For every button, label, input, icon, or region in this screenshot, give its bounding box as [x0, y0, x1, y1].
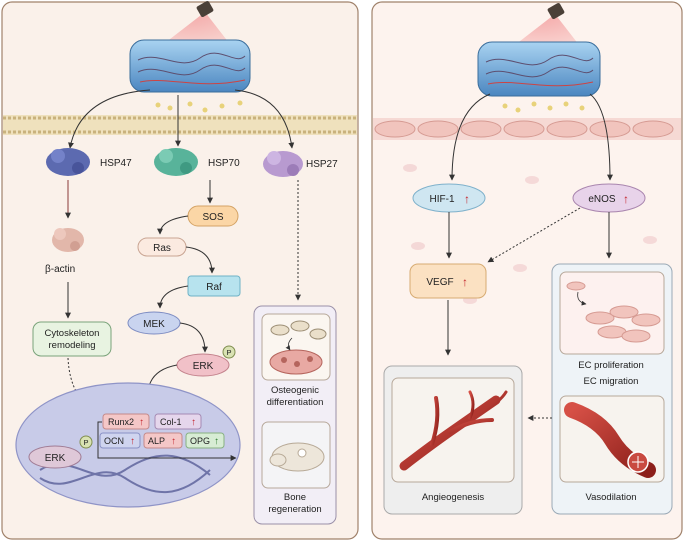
gene-ocn: OCN ↑: [99, 432, 141, 449]
vegf-label: VEGF: [426, 277, 453, 288]
particles: [502, 101, 585, 113]
particles: [155, 100, 243, 113]
nuclear-phospho-badge: [79, 435, 93, 449]
sos-label: SOS: [202, 212, 223, 223]
nuclear-erk-node: [28, 445, 82, 469]
cell-membrane: [3, 115, 357, 135]
hsp70-icon: [154, 148, 198, 176]
gene-col1-label: Col-1: [160, 417, 182, 427]
up-arrow-icon: ↑: [139, 417, 144, 428]
angio-label: Angieogenesis: [422, 492, 485, 503]
mek-label: MEK: [143, 319, 165, 330]
up-arrow-icon: ↑: [130, 436, 135, 447]
vessel-branch-icon: [399, 390, 508, 471]
gene-runx2: Runx2 ↑: [102, 413, 150, 430]
gene-ocn-label: OCN: [104, 436, 124, 446]
enos-label: eNOS: [588, 194, 616, 205]
up-arrow-icon: ↑: [464, 192, 470, 206]
hsp27-icon: [263, 151, 303, 177]
up-arrow-icon: ↑: [191, 417, 196, 428]
up-arrow-icon: ↑: [214, 436, 219, 447]
hsp47-icon: [46, 148, 90, 176]
vegf-node: [409, 263, 487, 299]
gene-opg: OPG ↑: [185, 432, 225, 449]
up-arrow-icon: ↑: [171, 436, 176, 447]
endothelial-cells-icon: [566, 281, 661, 343]
raf-label: Raf: [206, 282, 222, 293]
erk-phospho-label: P: [226, 348, 231, 357]
hydrogel-icon: [477, 41, 601, 97]
erk-phospho-badge: [222, 345, 236, 359]
hsp27-label: HSP27: [306, 159, 338, 170]
hsp70-label: HSP70: [208, 158, 240, 169]
up-arrow-icon: ↑: [462, 275, 468, 289]
up-arrow-icon: ↑: [623, 192, 629, 206]
beta-actin-icon: [52, 228, 84, 252]
gene-opg-label: OPG: [190, 436, 210, 446]
skull-icon: [269, 442, 325, 472]
hif1-label: HIF-1: [430, 194, 455, 205]
ec-migr-label: EC migration: [584, 376, 639, 387]
nuclear-phospho-label: P: [83, 438, 88, 447]
nuclear-erk-label: ERK: [45, 453, 66, 464]
laser-icon: [547, 3, 565, 19]
gene-alp: ALP ↑: [143, 432, 183, 449]
cytoskeleton-box: [32, 321, 112, 357]
laser-icon: [196, 1, 214, 17]
hsp47-label: HSP47: [100, 158, 132, 169]
right-panel: HIF-1 ↑ eNOS ↑ VEGF ↑ Angieogenesis: [371, 1, 683, 540]
osteoblast-cells-icon: [269, 320, 327, 375]
erk-label: ERK: [193, 361, 214, 372]
gene-alp-label: ALP: [148, 436, 165, 446]
beta-actin-label: β-actin: [45, 264, 75, 275]
hydrogel-icon: [129, 39, 251, 93]
endothelial-layer: [373, 118, 681, 140]
ec-prolif-label: EC proliferation: [578, 360, 643, 371]
ras-label: Ras: [153, 243, 171, 254]
vessel-dilation-icon: [564, 402, 656, 478]
gene-col1: Col-1 ↑: [154, 413, 202, 430]
gene-runx2-label: Runx2: [108, 417, 134, 427]
vaso-label: Vasodilation: [585, 492, 636, 503]
